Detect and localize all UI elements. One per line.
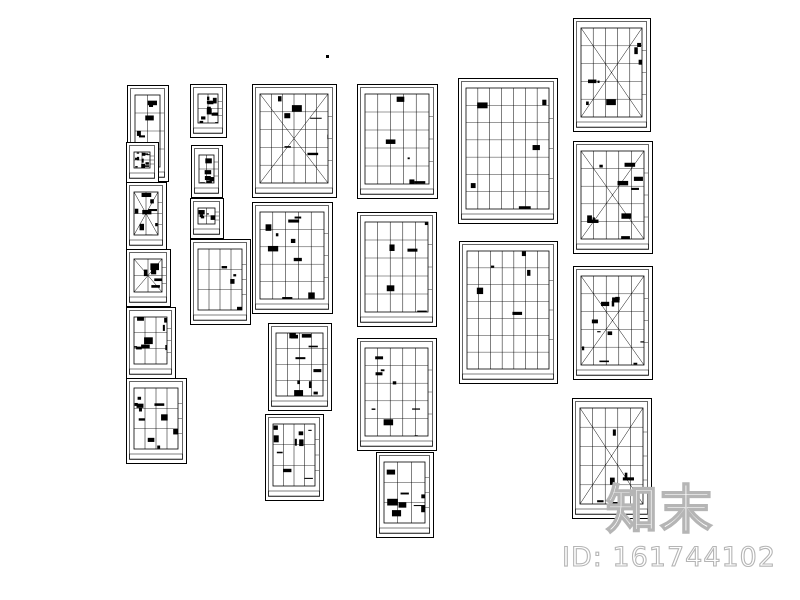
drawing-sheet-plan — [126, 249, 171, 307]
drawing-sheet-elevation — [265, 414, 324, 501]
drawing-sheet-detail — [190, 84, 227, 138]
drawing-sheet-elevation — [126, 307, 176, 379]
drawing-sheet-plan — [573, 18, 651, 132]
drawing-sheet-section — [126, 182, 167, 250]
drawing-sheet-plan — [572, 398, 652, 519]
drawing-sheet-elevation — [357, 212, 437, 327]
drawing-sheet-section — [573, 141, 653, 254]
drawing-sheet-detail — [190, 239, 251, 325]
watermark-logo: 知末 — [605, 480, 715, 542]
drawing-sheet-elevation — [191, 145, 223, 198]
drawing-sheet-elevation — [458, 78, 558, 224]
drawing-sheet-plan — [252, 84, 337, 198]
watermark-id: ID: 161744102 — [561, 541, 777, 573]
drawing-sheet-elevation — [357, 84, 438, 199]
drawing-sheet-detail — [126, 142, 159, 183]
drawing-sheet-elevation — [252, 202, 333, 314]
drawing-sheet-elevation — [376, 452, 434, 538]
drawing-sheet-elevation — [126, 378, 187, 464]
drawing-sheet-elevation — [268, 323, 332, 411]
drawing-sheet-elevation — [357, 338, 437, 451]
drawing-sheet-elevation — [459, 241, 558, 384]
drawing-sheet-elevation — [190, 198, 224, 239]
drawing-sheet-plan — [573, 266, 653, 380]
